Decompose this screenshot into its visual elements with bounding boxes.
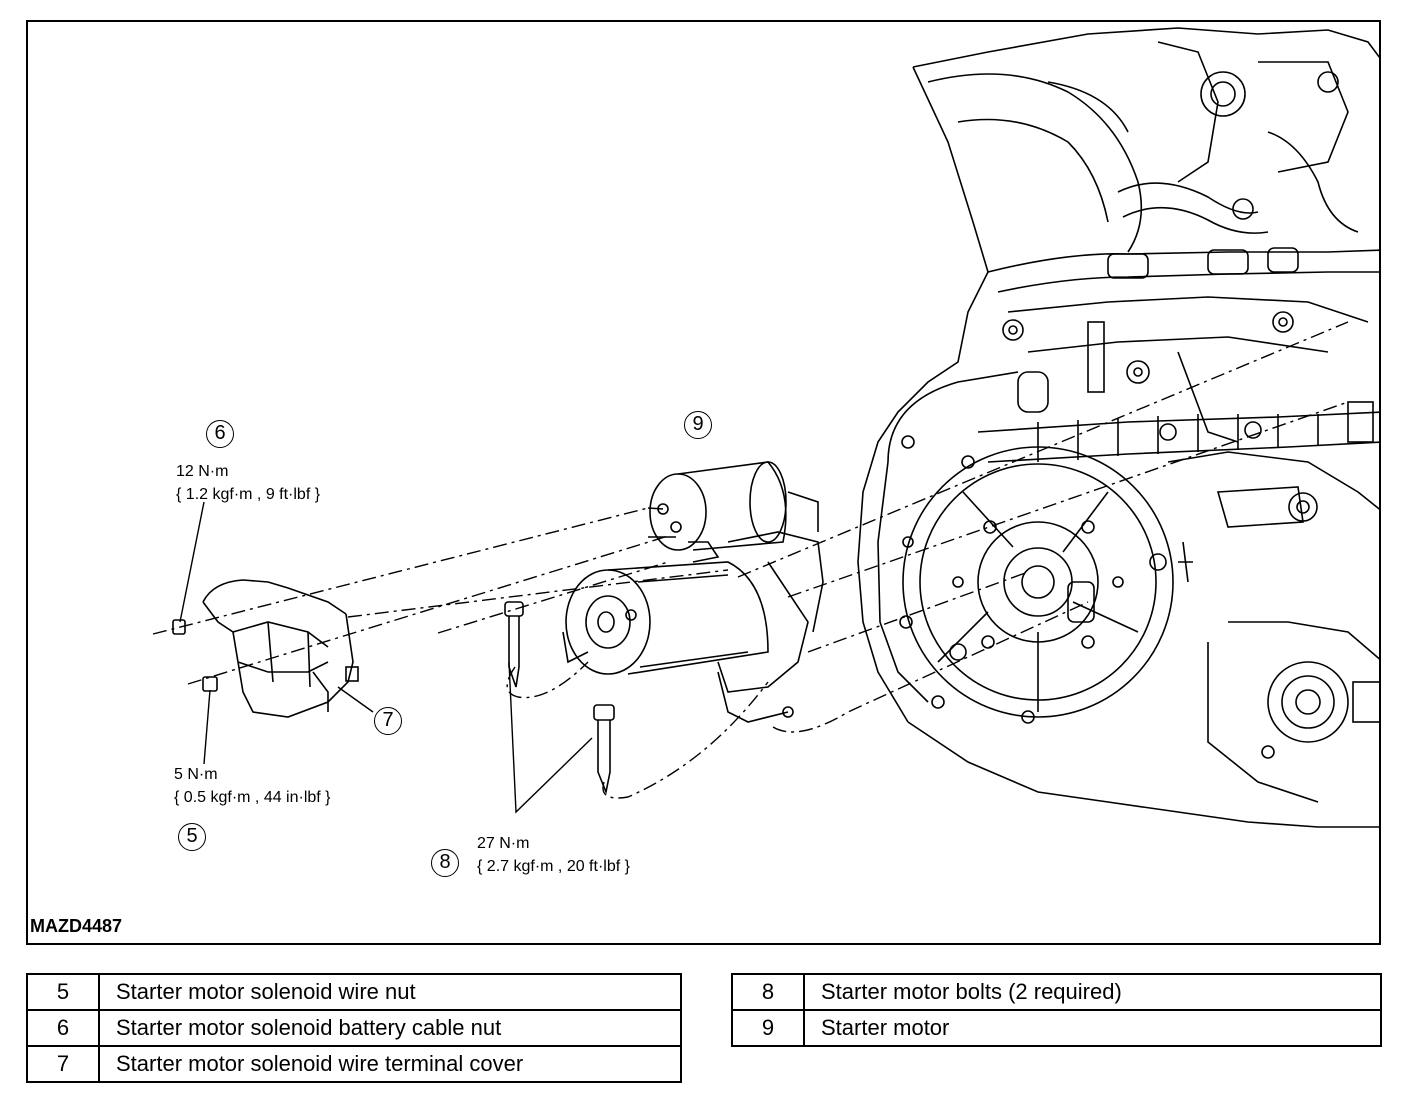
legend-description: Starter motor solenoid wire nut bbox=[98, 973, 682, 1011]
legend-row: 5 Starter motor solenoid wire nut bbox=[26, 973, 682, 1011]
legend-number: 8 bbox=[731, 973, 805, 1011]
callout-6-torque-metric: 12 N·m bbox=[176, 463, 229, 480]
callout-7: 7 bbox=[374, 707, 402, 735]
callout-8: 8 bbox=[431, 849, 459, 877]
engine-assembly bbox=[857, 27, 1379, 828]
legend-row: 9 Starter motor bbox=[731, 1009, 1382, 1047]
legend-number: 9 bbox=[731, 1009, 805, 1047]
legend-number: 5 bbox=[26, 973, 100, 1011]
exploded-view-diagram: 6 12 N·m { 1.2 kgf·m , 9 ft·lbf } 5 N·m … bbox=[26, 20, 1381, 945]
legend-description: Starter motor solenoid battery cable nut bbox=[98, 1009, 682, 1047]
legend-number: 6 bbox=[26, 1009, 100, 1047]
diagram-artwork bbox=[152, 27, 1379, 828]
legend-description: Starter motor bolts (2 required) bbox=[803, 973, 1382, 1011]
battery-cable-nut bbox=[172, 619, 186, 635]
callout-8-torque-metric: 27 N·m bbox=[477, 835, 530, 852]
callout-9: 9 bbox=[684, 411, 712, 439]
callout-6: 6 bbox=[206, 420, 234, 448]
terminal-cover bbox=[202, 579, 359, 718]
leader-lines bbox=[179, 501, 593, 814]
legend-table-right: 8 Starter motor bolts (2 required) 9 Sta… bbox=[731, 973, 1382, 1047]
callout-8-torque-imperial: { 2.7 kgf·m , 20 ft·lbf } bbox=[477, 858, 630, 875]
callout-5-torque-imperial: { 0.5 kgf·m , 44 in·lbf } bbox=[174, 789, 331, 806]
callout-5: 5 bbox=[178, 823, 206, 851]
callout-5-torque-metric: 5 N·m bbox=[174, 766, 218, 783]
fasteners bbox=[172, 601, 615, 795]
legend-row: 6 Starter motor solenoid battery cable n… bbox=[26, 1009, 682, 1047]
starter-motor bbox=[562, 461, 824, 723]
legend-row: 7 Starter motor solenoid wire terminal c… bbox=[26, 1045, 682, 1083]
legend-table-left: 5 Starter motor solenoid wire nut 6 Star… bbox=[26, 973, 682, 1083]
legend-description: Starter motor bbox=[803, 1009, 1382, 1047]
assembly-lines bbox=[152, 321, 1349, 799]
legend-number: 7 bbox=[26, 1045, 100, 1083]
callout-6-torque-imperial: { 1.2 kgf·m , 9 ft·lbf } bbox=[176, 486, 321, 503]
solenoid-wire-nut bbox=[202, 676, 218, 692]
legend-row: 8 Starter motor bolts (2 required) bbox=[731, 973, 1382, 1011]
legend-description: Starter motor solenoid wire terminal cov… bbox=[98, 1045, 682, 1083]
figure-id: MAZD4487 bbox=[30, 916, 123, 936]
